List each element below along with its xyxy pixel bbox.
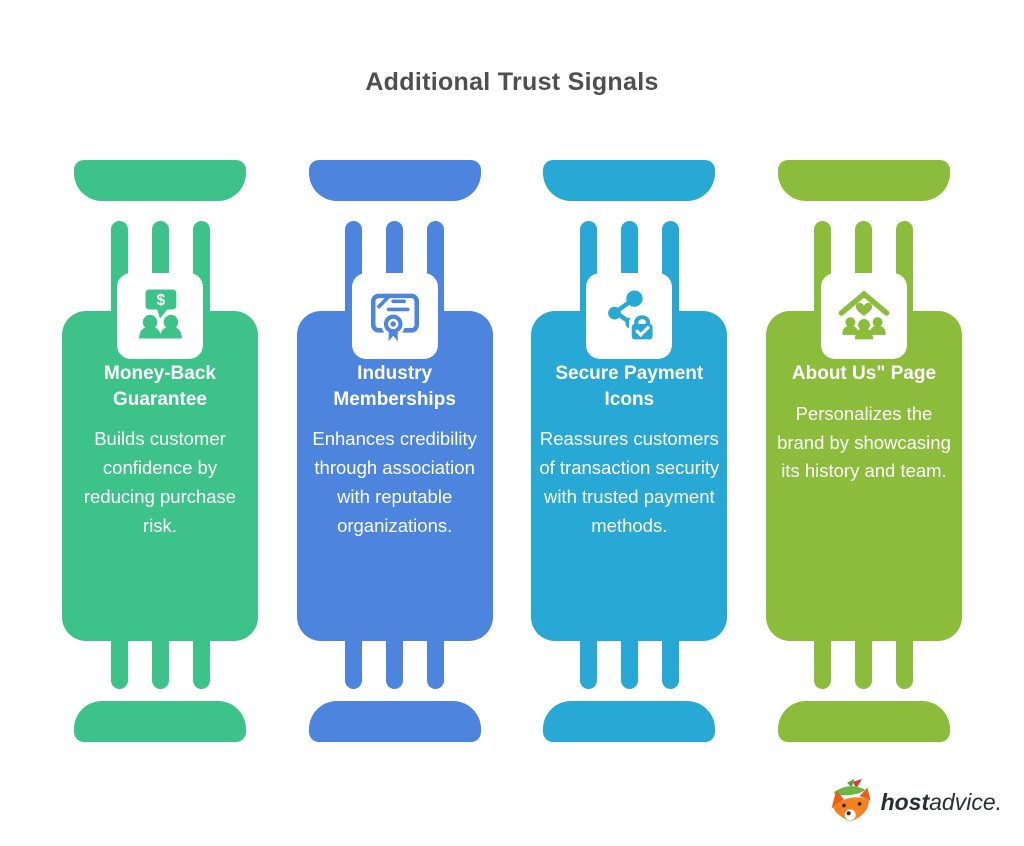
column-heading: Secure Payment Icons: [555, 363, 704, 410]
pillar-cap-bottom: [543, 701, 716, 742]
icon-card: [351, 273, 438, 359]
pillar-body: Secure Payment Icons Reassures customers…: [531, 311, 728, 641]
pillar-column-about-us: About Us" Page Personalizes the brand by…: [765, 160, 962, 742]
column-description: Enhances credibility through association…: [312, 428, 477, 536]
pillar-cap-top: [74, 160, 246, 201]
pillar-body: Money-Back Guarantee Builds customer con…: [62, 311, 258, 641]
pillar-cap-bottom: [308, 701, 481, 742]
column-description: Builds customer confidence by reducing p…: [83, 428, 237, 536]
share-lock-icon: [600, 285, 658, 348]
pillar-body: About Us" Page Personalizes the brand by…: [765, 311, 962, 641]
column-heading: About Us" Page: [791, 363, 937, 384]
hostadvice-logo: hostadvice.: [826, 777, 1002, 828]
infographic-title: Additional Trust Signals: [365, 68, 659, 96]
pillar-cap-bottom: [777, 701, 950, 742]
pillar-bars-bottom: [62, 641, 258, 689]
certificate-icon: [366, 285, 424, 348]
svg-text:$: $: [157, 291, 166, 308]
pillar-cap-top: [777, 160, 950, 201]
fox-mascot-icon: [826, 777, 876, 828]
house-family-icon: [835, 285, 893, 348]
pillar-columns: $ Money-Back Guarantee Builds customer c…: [0, 160, 1024, 742]
icon-card: [820, 273, 907, 359]
pillar-bars-bottom: [531, 641, 727, 689]
pillar-bars-bottom: [766, 641, 962, 689]
pillar-bars-bottom: [297, 641, 493, 689]
column-heading: Money-Back Guarantee: [104, 363, 216, 410]
pillar-column-secure-payment: Secure Payment Icons Reassures customers…: [531, 160, 728, 742]
pillar-column-memberships: Industry Memberships Enhances credibilit…: [296, 160, 493, 742]
pillar-cap-top: [308, 160, 481, 201]
pillar-cap-bottom: [74, 701, 246, 742]
money-guarantee-icon: $: [131, 285, 189, 348]
column-heading: Industry Memberships: [333, 363, 456, 410]
icon-card: $: [117, 273, 203, 359]
icon-card: [586, 273, 673, 359]
pillar-body: Industry Memberships Enhances credibilit…: [296, 311, 493, 641]
logo-text: hostadvice.: [880, 789, 1002, 815]
column-description: Reassures customers of transaction secur…: [539, 428, 720, 536]
pillar-cap-top: [543, 160, 716, 201]
column-description: Personalizes the brand by showcasing its…: [777, 402, 951, 482]
pillar-column-money-back: $ Money-Back Guarantee Builds customer c…: [62, 160, 258, 742]
